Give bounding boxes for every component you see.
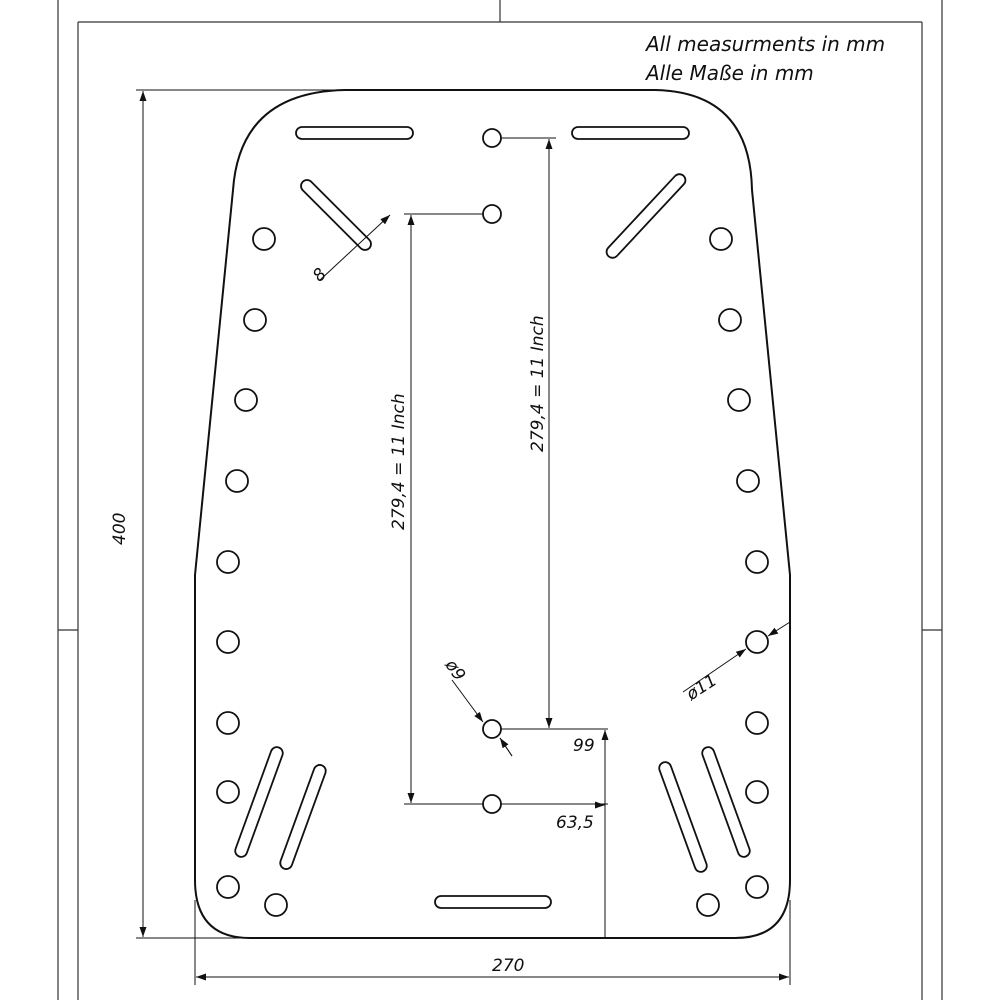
units-note-de: Alle Maße in mm <box>646 61 814 85</box>
right-hole-4 <box>736 469 760 493</box>
angled-slots <box>234 173 751 873</box>
left-hole-9 <box>216 875 240 899</box>
slot-top-left <box>295 126 414 140</box>
leader-d9 <box>451 679 484 723</box>
left-hole-6 <box>216 630 240 654</box>
units-note-en: All measurments in mm <box>646 32 886 56</box>
right-hole-2 <box>718 308 742 332</box>
dim-slot-width <box>319 214 391 281</box>
right-hole-6 <box>745 630 769 654</box>
right-hole-7 <box>745 711 769 735</box>
slot-top-right <box>571 126 690 140</box>
slot-lower-left-outer <box>234 746 284 858</box>
dim-63-5-label: 63,5 <box>556 813 594 833</box>
slot-lower-right-outer <box>701 746 751 858</box>
left-hole-8 <box>216 780 240 804</box>
left-hole-2 <box>243 308 267 332</box>
right-hole-5 <box>745 550 769 574</box>
plate-outline <box>194 89 791 939</box>
right-hole-9 <box>745 875 769 899</box>
holes <box>216 128 769 917</box>
right-hole-1 <box>709 227 733 251</box>
right-hole-10 <box>696 893 720 917</box>
left-hole-1 <box>252 227 276 251</box>
slot-bottom-center <box>434 895 552 909</box>
drawing-frame <box>57 0 943 1000</box>
dimension-lines <box>136 89 791 985</box>
left-hole-5 <box>216 550 240 574</box>
slot-lower-right-inner <box>658 761 708 873</box>
left-hole-7 <box>216 711 240 735</box>
center-hole-2 <box>482 204 502 224</box>
horizontal-slots <box>295 126 690 909</box>
center-hole-3 <box>482 719 502 739</box>
left-hole-4 <box>225 469 249 493</box>
left-hole-10 <box>264 893 288 917</box>
slot-diag-right <box>605 173 687 259</box>
slot-diag-left <box>300 179 372 251</box>
leader-d11 <box>682 648 747 693</box>
dim-height-label: 400 <box>110 512 130 545</box>
dim-center-right-label: 279,4 = 11 Inch <box>528 315 548 452</box>
slot-lower-left-inner <box>279 764 327 870</box>
right-hole-8 <box>745 780 769 804</box>
center-hole-1 <box>482 128 502 148</box>
right-hole-3 <box>727 388 751 412</box>
left-hole-3 <box>234 388 258 412</box>
dim-99-label: 99 <box>573 736 595 756</box>
center-hole-4 <box>482 794 502 814</box>
dim-width-label: 270 <box>492 956 525 976</box>
dim-center-left-label: 279,4 = 11 Inch <box>389 393 409 530</box>
